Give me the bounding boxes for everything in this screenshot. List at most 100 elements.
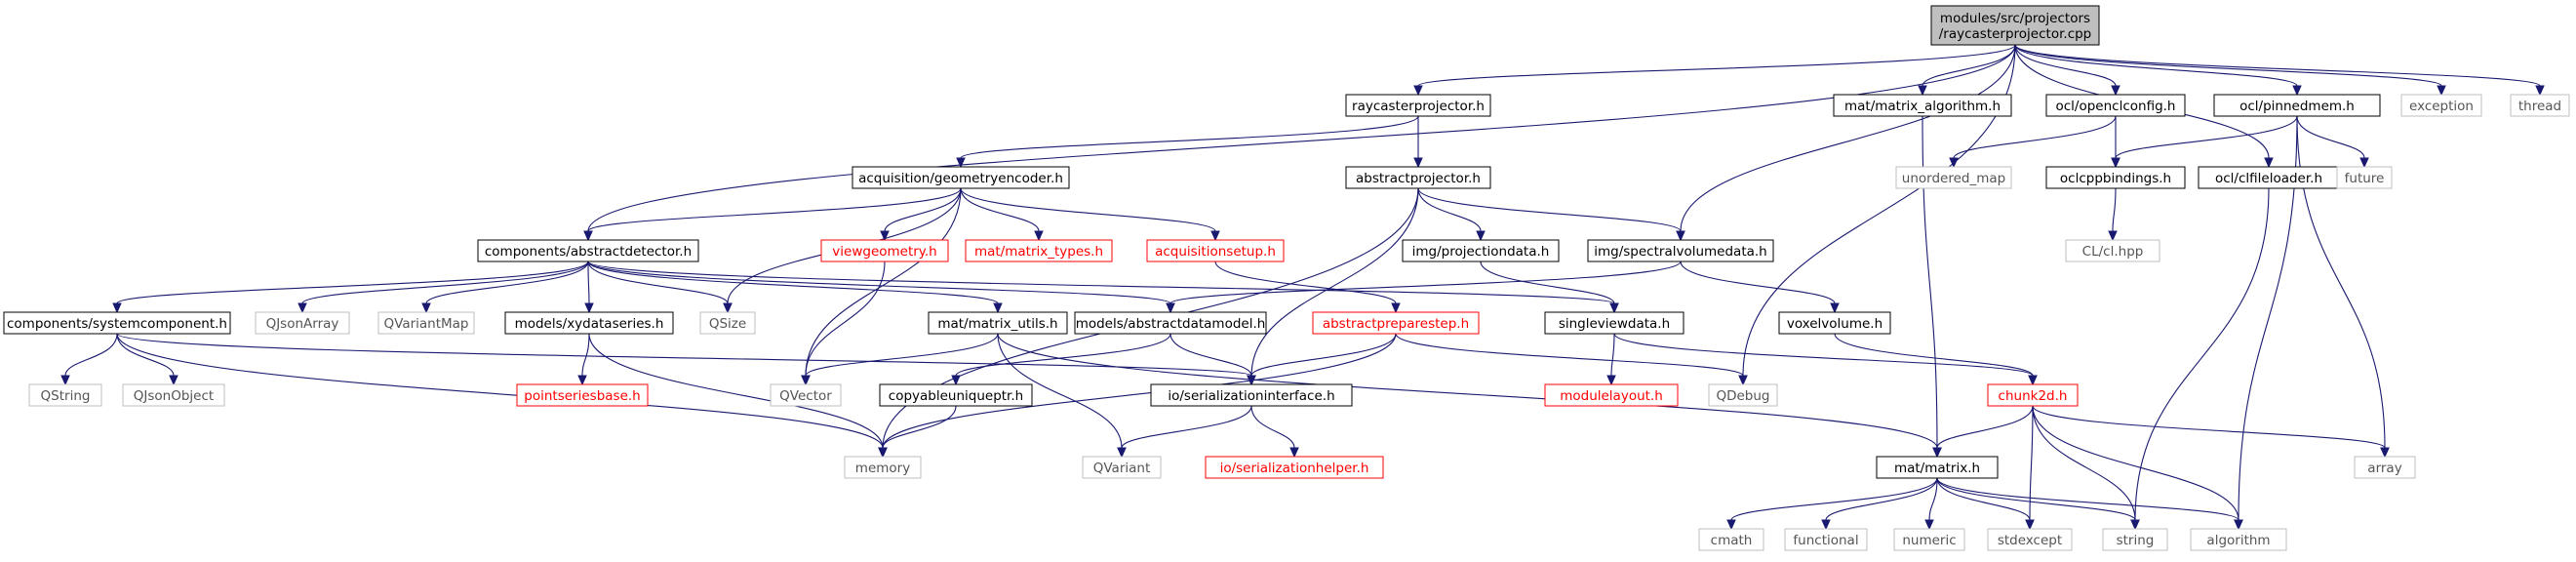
dependency-edge-chunk2d_h-to-algorithm	[2032, 405, 2243, 531]
node-matrix-algorithm-h[interactable]: mat/matrix_algorithm.h	[1833, 94, 2012, 117]
node-label: acquisitionsetup.h	[1155, 244, 1276, 260]
edge-line	[1936, 477, 2136, 521]
edge-line	[1610, 333, 1615, 377]
node-matrix-utils-h[interactable]: mat/matrix_utils.h	[928, 311, 1068, 335]
dependency-edge-geometryencoder_h-to-acquisitionsetup_h	[960, 187, 1220, 242]
node-label: voxelvolume.h	[1787, 316, 1882, 332]
node-systemcomponent-h[interactable]: components/systemcomponent.h	[3, 311, 231, 335]
node-pinnedmem-h[interactable]: ocl/pinnedmem.h	[2213, 94, 2381, 117]
node-matrix-h[interactable]: mat/matrix.h	[1876, 456, 1999, 479]
edge-line	[1936, 405, 2034, 449]
edge-line	[997, 333, 1938, 449]
edge-line	[588, 333, 884, 449]
node-label: thread	[2518, 99, 2561, 114]
node-acquisitionsetup-h: acquisitionsetup.h	[1146, 239, 1285, 262]
dependency-edge-chunk2d_h-to-matrix_h	[1932, 405, 2034, 459]
node-xydataseries-h[interactable]: models/xydataseries.h	[504, 311, 674, 335]
node-oclcppbindings-h[interactable]: oclcppbindings.h	[2045, 166, 2186, 189]
node-box	[965, 239, 1113, 262]
node-box	[2065, 239, 2160, 262]
node-voxelvolume-h[interactable]: voxelvolume.h	[1778, 311, 1891, 335]
dependency-edge-systemcomponent_h-to-serializationinterface_h	[116, 333, 1256, 386]
node-raycasterprojector-h[interactable]: raycasterprojector.h	[1345, 94, 1491, 117]
edge-line	[425, 261, 589, 304]
edge-arrowhead	[297, 302, 307, 314]
edge-arrowhead	[1932, 447, 1942, 459]
edge-line	[587, 261, 1171, 304]
node-future: future	[2336, 166, 2393, 189]
node-label: /raycasterprojector.cpp	[1939, 26, 2092, 42]
node-numeric: numeric	[1893, 528, 1965, 551]
edge-line	[301, 261, 589, 304]
node-geometryencoder-h[interactable]: acquisition/geometryencoder.h	[852, 166, 1070, 189]
edge-arrowhead	[723, 302, 733, 314]
edge-line	[2014, 44, 2298, 87]
dependency-edge-root-to-exception	[2014, 44, 2446, 97]
node-label: models/abstractdatamodel.h	[1076, 316, 1266, 332]
edge-arrowhead	[1117, 447, 1127, 459]
node-singleviewdata-h[interactable]: singleviewdata.h	[1544, 311, 1684, 335]
node-label: array	[2367, 461, 2401, 476]
node-box	[1833, 94, 2012, 117]
edge-line	[587, 44, 2016, 232]
edge-line	[1953, 115, 2117, 159]
node-label: io/serializationhelper.h	[1220, 461, 1369, 476]
node-label: CL/cl.hpp	[2082, 244, 2144, 260]
node-box	[504, 311, 674, 335]
dependency-edge-acquisitionsetup_h-to-abstractpreparestep_h	[1214, 261, 1401, 314]
edge-arrowhead	[1918, 85, 1927, 97]
dependency-edge-geometryencoder_h-to-viewgeometry_h	[880, 187, 962, 242]
dependency-edge-abstractdetector_h-to-xydataseries_h	[584, 261, 594, 314]
edge-arrowhead	[169, 375, 178, 386]
edge-line	[882, 333, 1397, 449]
node-box	[2400, 94, 2482, 117]
node-copyableuniqueptr-h[interactable]: copyableuniqueptr.h	[879, 383, 1033, 407]
edge-arrowhead	[60, 375, 70, 386]
node-label: ocl/clfileloader.h	[2215, 171, 2322, 186]
edge-line	[2032, 405, 2386, 449]
edge-line	[1834, 333, 2034, 377]
node-openclconfig-h[interactable]: ocl/openclconfig.h	[2045, 94, 2186, 117]
node-label: QVector	[779, 388, 832, 404]
edge-arrowhead	[1413, 157, 1423, 169]
edge-arrowhead	[878, 447, 888, 459]
edge-arrowhead	[880, 230, 890, 242]
edge-arrowhead	[2292, 85, 2302, 97]
node-label: pointseriesbase.h	[524, 388, 640, 404]
edge-line	[1928, 477, 1938, 521]
node-label: modulelayout.h	[1560, 388, 1663, 404]
edge-arrowhead	[577, 375, 587, 386]
node-box	[1893, 528, 1965, 551]
dependency-nodes: modules/src/projectors/raycasterprojecto…	[3, 5, 2570, 551]
node-box	[1778, 311, 1891, 335]
node-projectiondata-h[interactable]: img/projectiondata.h	[1402, 239, 1560, 262]
node-abstractdetector-h[interactable]: components/abstractdetector.h	[477, 239, 699, 262]
node-label: unordered_map	[1902, 171, 2005, 186]
dependency-edge-abstractdetector_h-to-qjsonarray	[297, 261, 589, 314]
node-label: functional	[1793, 533, 1858, 548]
dependency-edge-matrix_h-to-numeric	[1924, 477, 1938, 531]
node-clfileloader-h[interactable]: ocl/clfileloader.h	[2198, 166, 2340, 189]
edge-line	[955, 333, 1171, 377]
dependency-edge-systemcomponent_h-to-qjsonobject	[116, 333, 178, 386]
edge-arrowhead	[1949, 157, 1959, 169]
edge-line	[1169, 333, 1252, 377]
node-serializationinterface-h[interactable]: io/serializationinterface.h	[1150, 383, 1353, 407]
edge-arrowhead	[1726, 519, 1736, 531]
node-label: acquisition/geometryencoder.h	[858, 171, 1063, 186]
dependency-edge-projectiondata_h-to-singleviewdata_h	[1480, 261, 1619, 314]
edge-line	[1214, 261, 1397, 304]
dependency-edge-abstractpreparestep_h-to-qdebug	[1395, 333, 1748, 386]
dependency-edge-serializationinterface_h-to-qvariant	[1117, 405, 1252, 459]
node-label: QVariant	[1093, 461, 1151, 476]
node-abstractprojector-h[interactable]: abstractprojector.h	[1345, 166, 1491, 189]
dependency-edge-systemcomponent_h-to-qstring	[60, 333, 118, 386]
node-abstractdatamodel-h[interactable]: models/abstractdatamodel.h	[1074, 311, 1267, 335]
dependency-edge-chunk2d_h-to-array	[2032, 405, 2390, 459]
node-spectralvolumedata-h[interactable]: img/spectralvolumedata.h	[1587, 239, 1774, 262]
node-root[interactable]: modules/src/projectors/raycasterprojecto…	[1930, 5, 2100, 46]
edge-line	[116, 333, 1252, 377]
node-algorithm: algorithm	[2190, 528, 2287, 551]
dependency-edge-raycasterprojector_h-to-geometryencoder_h	[956, 115, 1419, 169]
dependency-edge-voxelvolume_h-to-chunk2d_h	[1834, 333, 2038, 386]
